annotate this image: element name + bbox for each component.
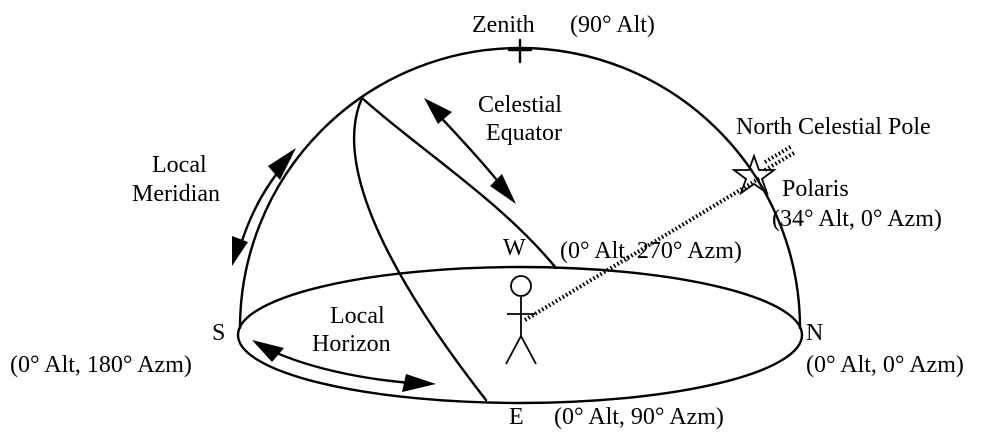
meridian-circle (352, 96, 488, 402)
zenith-label: Zenith (472, 12, 535, 38)
pole-dash-marks (763, 144, 796, 172)
celestial-equator-label-1: Celestial (478, 92, 562, 118)
zenith-coordinate: (90° Alt) (570, 12, 655, 38)
polaris-star-icon (731, 153, 777, 196)
celestial-equator-arrow (424, 98, 516, 204)
local-horizon-label-1: Local (330, 303, 385, 329)
local-horizon-arrow (252, 340, 436, 392)
south-coordinate: (0° Alt, 180° Azm) (10, 352, 192, 378)
local-meridian-label-1: Local (152, 152, 207, 178)
horizon-ellipse (236, 265, 804, 405)
local-horizon-label-2: Horizon (312, 331, 391, 357)
celestial-equator-label-2: Equator (486, 120, 562, 146)
north-celestial-pole-label: North Celestial Pole (736, 114, 931, 140)
south-label: S (212, 320, 225, 346)
polaris-coordinate: (34° Alt, 0° Azm) (772, 206, 942, 232)
observer-to-polaris-line (523, 176, 762, 322)
polaris-label: Polaris (782, 176, 849, 202)
west-label: W (503, 235, 526, 261)
celestial-equator-arc (360, 96, 558, 270)
zenith-marker (507, 38, 533, 64)
local-meridian-label-2: Meridian (132, 181, 220, 207)
west-coordinate: (0° Alt, 270° Azm) (560, 238, 742, 264)
north-coordinate: (0° Alt, 0° Azm) (806, 352, 964, 378)
observer-stick-figure (505, 275, 537, 365)
east-label: E (509, 404, 524, 430)
east-coordinate: (0° Alt, 90° Azm) (554, 404, 724, 430)
local-meridian-arrow (232, 148, 296, 266)
north-label: N (806, 320, 823, 346)
